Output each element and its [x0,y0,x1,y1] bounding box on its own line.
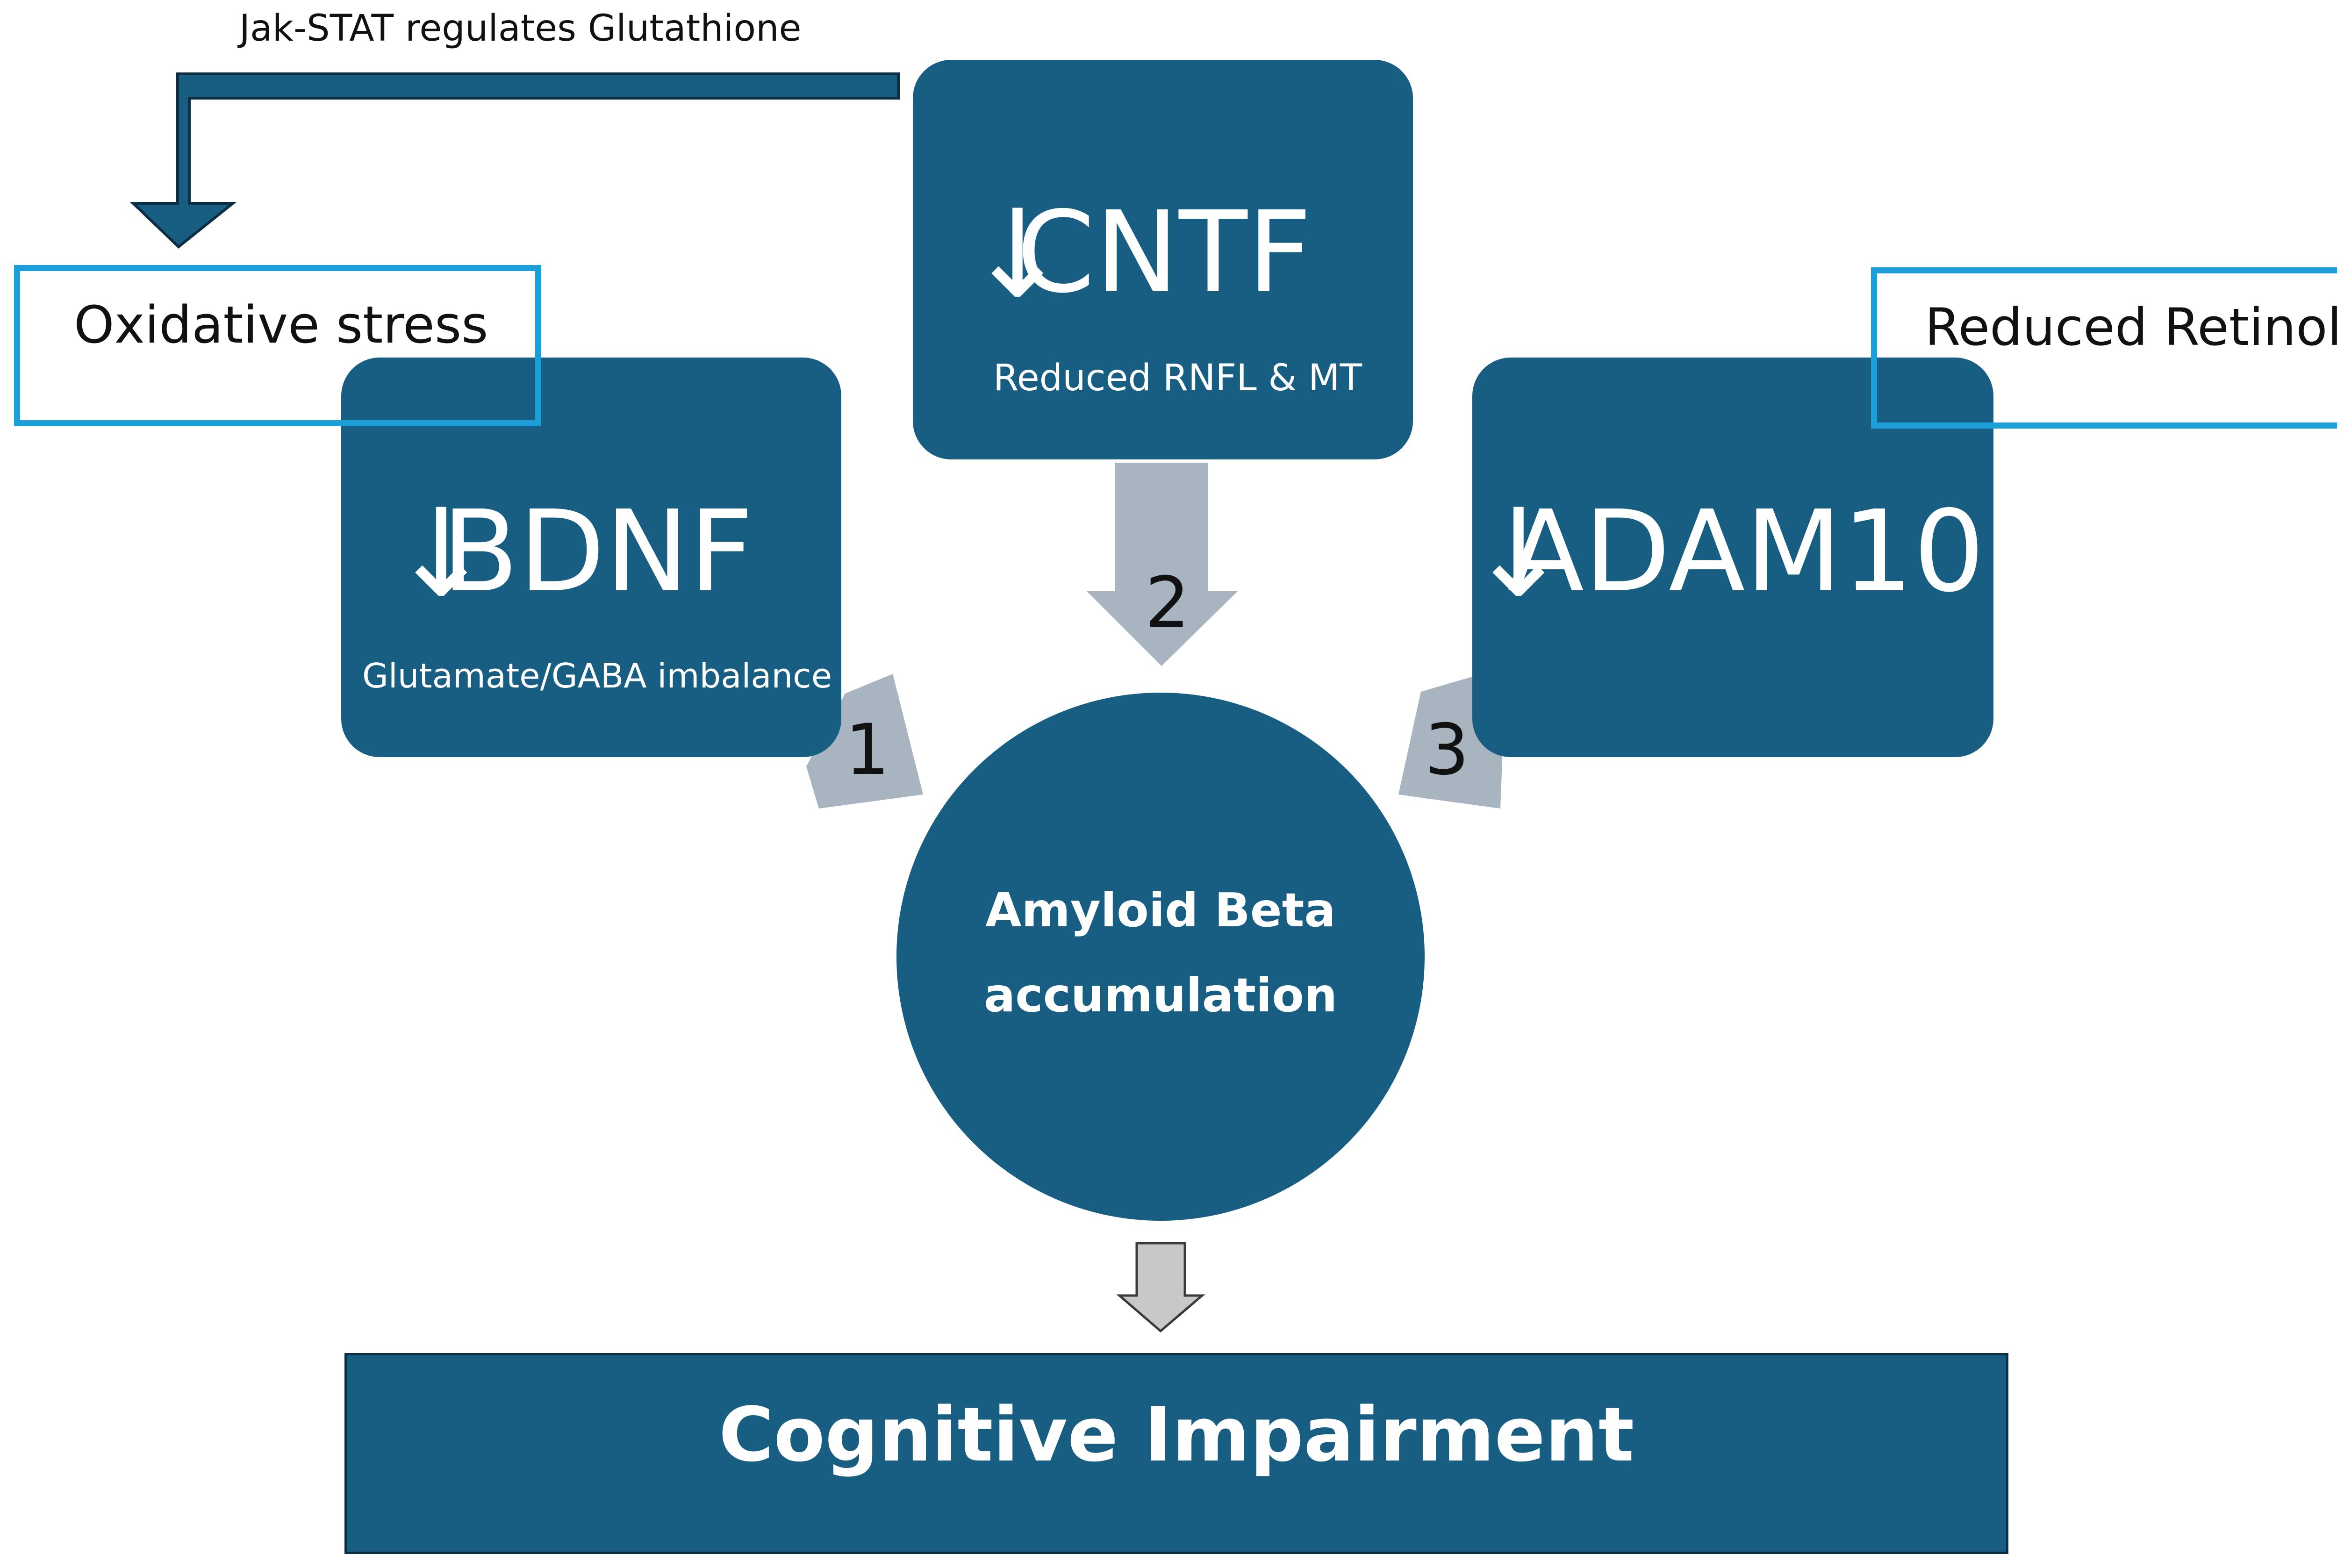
cognitive-impairment-label: Cognitive Impairment [718,1391,1634,1478]
reduced-retinol-label: Reduced Retinol [1925,297,2337,357]
adam10-label: ADAM10 [1507,486,1985,617]
cntf-sublabel: Reduced RNFL & MT [993,357,1362,399]
amyloid-circle [896,693,1425,1221]
bdnf-label: BDNF [442,486,754,617]
arrow-number-1: 1 [845,709,890,791]
reduced-retinol-box [1871,267,2337,429]
feedback-arrow [129,72,900,249]
oxidative-stress-label: Oxidative stress [74,295,488,355]
amyloid-label-line1: Amyloid Beta [985,883,1336,938]
arrow-down-outcome [1116,1242,1205,1333]
arrow-number-2: 2 [1145,562,1190,644]
feedback-label: Jak-STAT regulates Glutathione [239,7,802,50]
cognitive-impairment-box [344,1353,2008,1554]
amyloid-label-line2: accumulation [983,968,1338,1023]
arrow-2 [1087,463,1238,666]
oxidative-stress-box [14,265,541,426]
bdnf-sublabel: Glutamate/GABA imbalance [362,656,832,695]
cntf-box [913,60,1413,459]
arrow-number-3: 3 [1425,709,1470,791]
cntf-label: CNTF [1017,187,1312,318]
adam10-down-arrow: ↓ [1468,483,1570,624]
bdnf-down-arrow: ↓ [390,483,492,624]
arrow-1 [806,674,923,809]
cntf-down-arrow: ↓ [967,184,1068,325]
